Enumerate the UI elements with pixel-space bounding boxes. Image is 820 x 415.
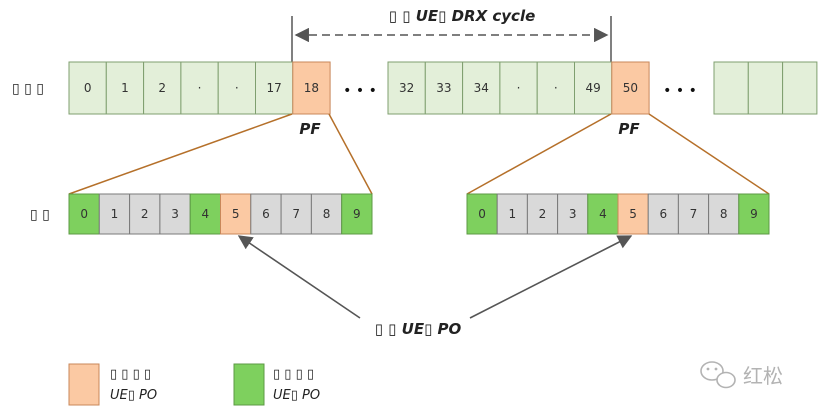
- subframe-left-cell-1: [98, 193, 131, 235]
- legend-item1-line2: UE▯ PO: [110, 388, 157, 403]
- funnel-left-b: [328, 113, 373, 195]
- subframe-left-cell-label-9: 9: [353, 207, 361, 221]
- frame-group-2: 32 33 34 · · 49 50: [387, 61, 650, 115]
- subframe-left-cell-2: [129, 193, 161, 235]
- frame-g1-cell-label-1: 1: [121, 81, 129, 95]
- frame-g1-cell-2: [143, 61, 182, 115]
- frame-g3-cell-1: [747, 61, 784, 115]
- subframe-right-cell-label-5: 5: [629, 207, 637, 221]
- frame-g2-cell-label-6: 50: [623, 81, 638, 95]
- ellipsis-1: • • •: [343, 83, 377, 99]
- frame-row-label: ▯ ▯ ▯: [12, 81, 44, 97]
- watermark: 红松: [700, 361, 783, 389]
- subframe-right-cell-label-6: 6: [659, 207, 667, 221]
- subframe-right-cell-label-3: 3: [569, 207, 577, 221]
- subframe-right-cell-label-1: 1: [508, 207, 516, 221]
- subframe-group-right: 0 1 2 3 4 5 6 7 8 9: [466, 193, 770, 235]
- frame-g3-cell-2: [782, 61, 818, 115]
- subframe-left-cell-8: [310, 193, 343, 235]
- subframe-right-cell-label-2: 2: [539, 207, 547, 221]
- subframe-left-cell-label-4: 4: [202, 207, 210, 221]
- subframe-group-left: 0 1 2 3 4 5 6 7 8 9: [68, 193, 373, 235]
- frame-g2-cell-4: [536, 61, 576, 115]
- frame-g2-cell-0: [387, 61, 426, 115]
- frame-g2-cell-label-4: ·: [554, 81, 558, 95]
- frame-g1-cell-5: [255, 61, 294, 115]
- subframe-left-cell-5: [220, 193, 252, 235]
- frame-g1-cell-label-3: ·: [198, 81, 202, 95]
- ellipsis-2: • • •: [663, 83, 697, 99]
- frame-g2-cell-2: [462, 61, 501, 115]
- subframe-left-cell-label-2: 2: [141, 207, 149, 221]
- subframe-right-cell-8: [708, 193, 740, 235]
- legend-item2-line1: ▯ ▯ ▯ ▯: [273, 367, 314, 382]
- funnel-right-a: [466, 113, 612, 195]
- frame-g2-cell-3: [499, 61, 538, 115]
- subframe-left-cell-label-1: 1: [111, 207, 119, 221]
- frame-g1-cell-label-5: 17: [267, 81, 282, 95]
- subframe-left-cell-0: [68, 193, 100, 235]
- frame-g2-cell-6: [611, 61, 650, 115]
- frame-g1-cell-label-2: 2: [158, 81, 166, 95]
- subframe-right-cell-6: [647, 193, 679, 235]
- subframe-right-cell-label-8: 8: [720, 207, 728, 221]
- wechat-icon: [700, 361, 736, 389]
- subframe-left-cell-6: [250, 193, 282, 235]
- frame-group-1: 0 1 2 · · 17 18: [68, 61, 331, 115]
- funnel-right-b: [648, 113, 770, 195]
- frame-g2-cell-label-2: 34: [474, 81, 489, 95]
- legend-item2-line2: UE▯ PO: [273, 388, 320, 403]
- legend-swatch-po: [68, 363, 100, 406]
- legend-item1-line1: ▯ ▯ ▯ ▯: [110, 367, 151, 382]
- subframe-left-cell-7: [280, 193, 312, 235]
- subframe-left-cell-label-5: 5: [232, 207, 240, 221]
- frame-g1-cell-label-6: 18: [304, 81, 319, 95]
- subframe-right-cell-2: [526, 193, 559, 235]
- watermark-text: 红松: [743, 364, 783, 388]
- po-arrow-left: [237, 235, 361, 319]
- subframe-row-label: ▯ ▯: [30, 207, 50, 223]
- legend: ▯ ▯ ▯ ▯ UE▯ PO ▯ ▯ ▯ ▯ UE▯ PO: [68, 363, 320, 406]
- frame-g3-cell-0: [713, 61, 749, 115]
- funnel-left-a: [68, 113, 293, 195]
- frame-g2-cell-label-3: ·: [517, 81, 521, 95]
- subframe-left-cell-label-0: 0: [80, 207, 88, 221]
- frame-g1-cell-3: [180, 61, 219, 115]
- subframe-right-cell-5: [617, 193, 649, 235]
- subframe-left-cell-label-6: 6: [262, 207, 270, 221]
- frame-g2-cell-1: [424, 61, 464, 115]
- po-arrow-right: [469, 235, 633, 319]
- pf-label-right: PF: [618, 120, 640, 138]
- frame-g2-cell-label-0: 32: [399, 81, 414, 95]
- frame-g2-cell-label-5: 49: [586, 81, 601, 95]
- frame-g2-cell-label-1: 33: [436, 81, 451, 95]
- po-label: ▯ ▯ UE▯ PO: [375, 320, 462, 338]
- frame-g1-cell-6: [292, 61, 331, 115]
- subframe-right-cell-label-9: 9: [750, 207, 758, 221]
- drx-cycle-label: ▯ ▯ UE▯ DRX cycle: [389, 7, 536, 25]
- frame-g1-cell-label-4: ·: [235, 81, 239, 95]
- drx-cycle-indicator: ▯ ▯ UE▯ DRX cycle: [291, 7, 612, 62]
- subframe-right-cell-label-7: 7: [690, 207, 698, 221]
- subframe-right-cell-9: [738, 193, 770, 235]
- frame-group-3: [713, 61, 818, 115]
- frame-g1-cell-label-0: 0: [84, 81, 92, 95]
- subframe-right-cell-7: [677, 193, 710, 235]
- subframe-right-cell-label-4: 4: [599, 207, 607, 221]
- subframe-left-cell-label-7: 7: [292, 207, 300, 221]
- frame-g1-cell-1: [105, 61, 145, 115]
- subframe-right-cell-label-0: 0: [478, 207, 486, 221]
- subframe-left-cell-label-3: 3: [171, 207, 179, 221]
- subframe-left-cell-9: [341, 193, 373, 235]
- subframe-right-cell-1: [496, 193, 528, 235]
- pf-label-left: PF: [299, 120, 321, 138]
- funnel-lines: [68, 113, 770, 195]
- po-arrows: [237, 235, 633, 319]
- legend-swatch-other: [233, 363, 265, 406]
- subframe-left-cell-label-8: 8: [323, 207, 331, 221]
